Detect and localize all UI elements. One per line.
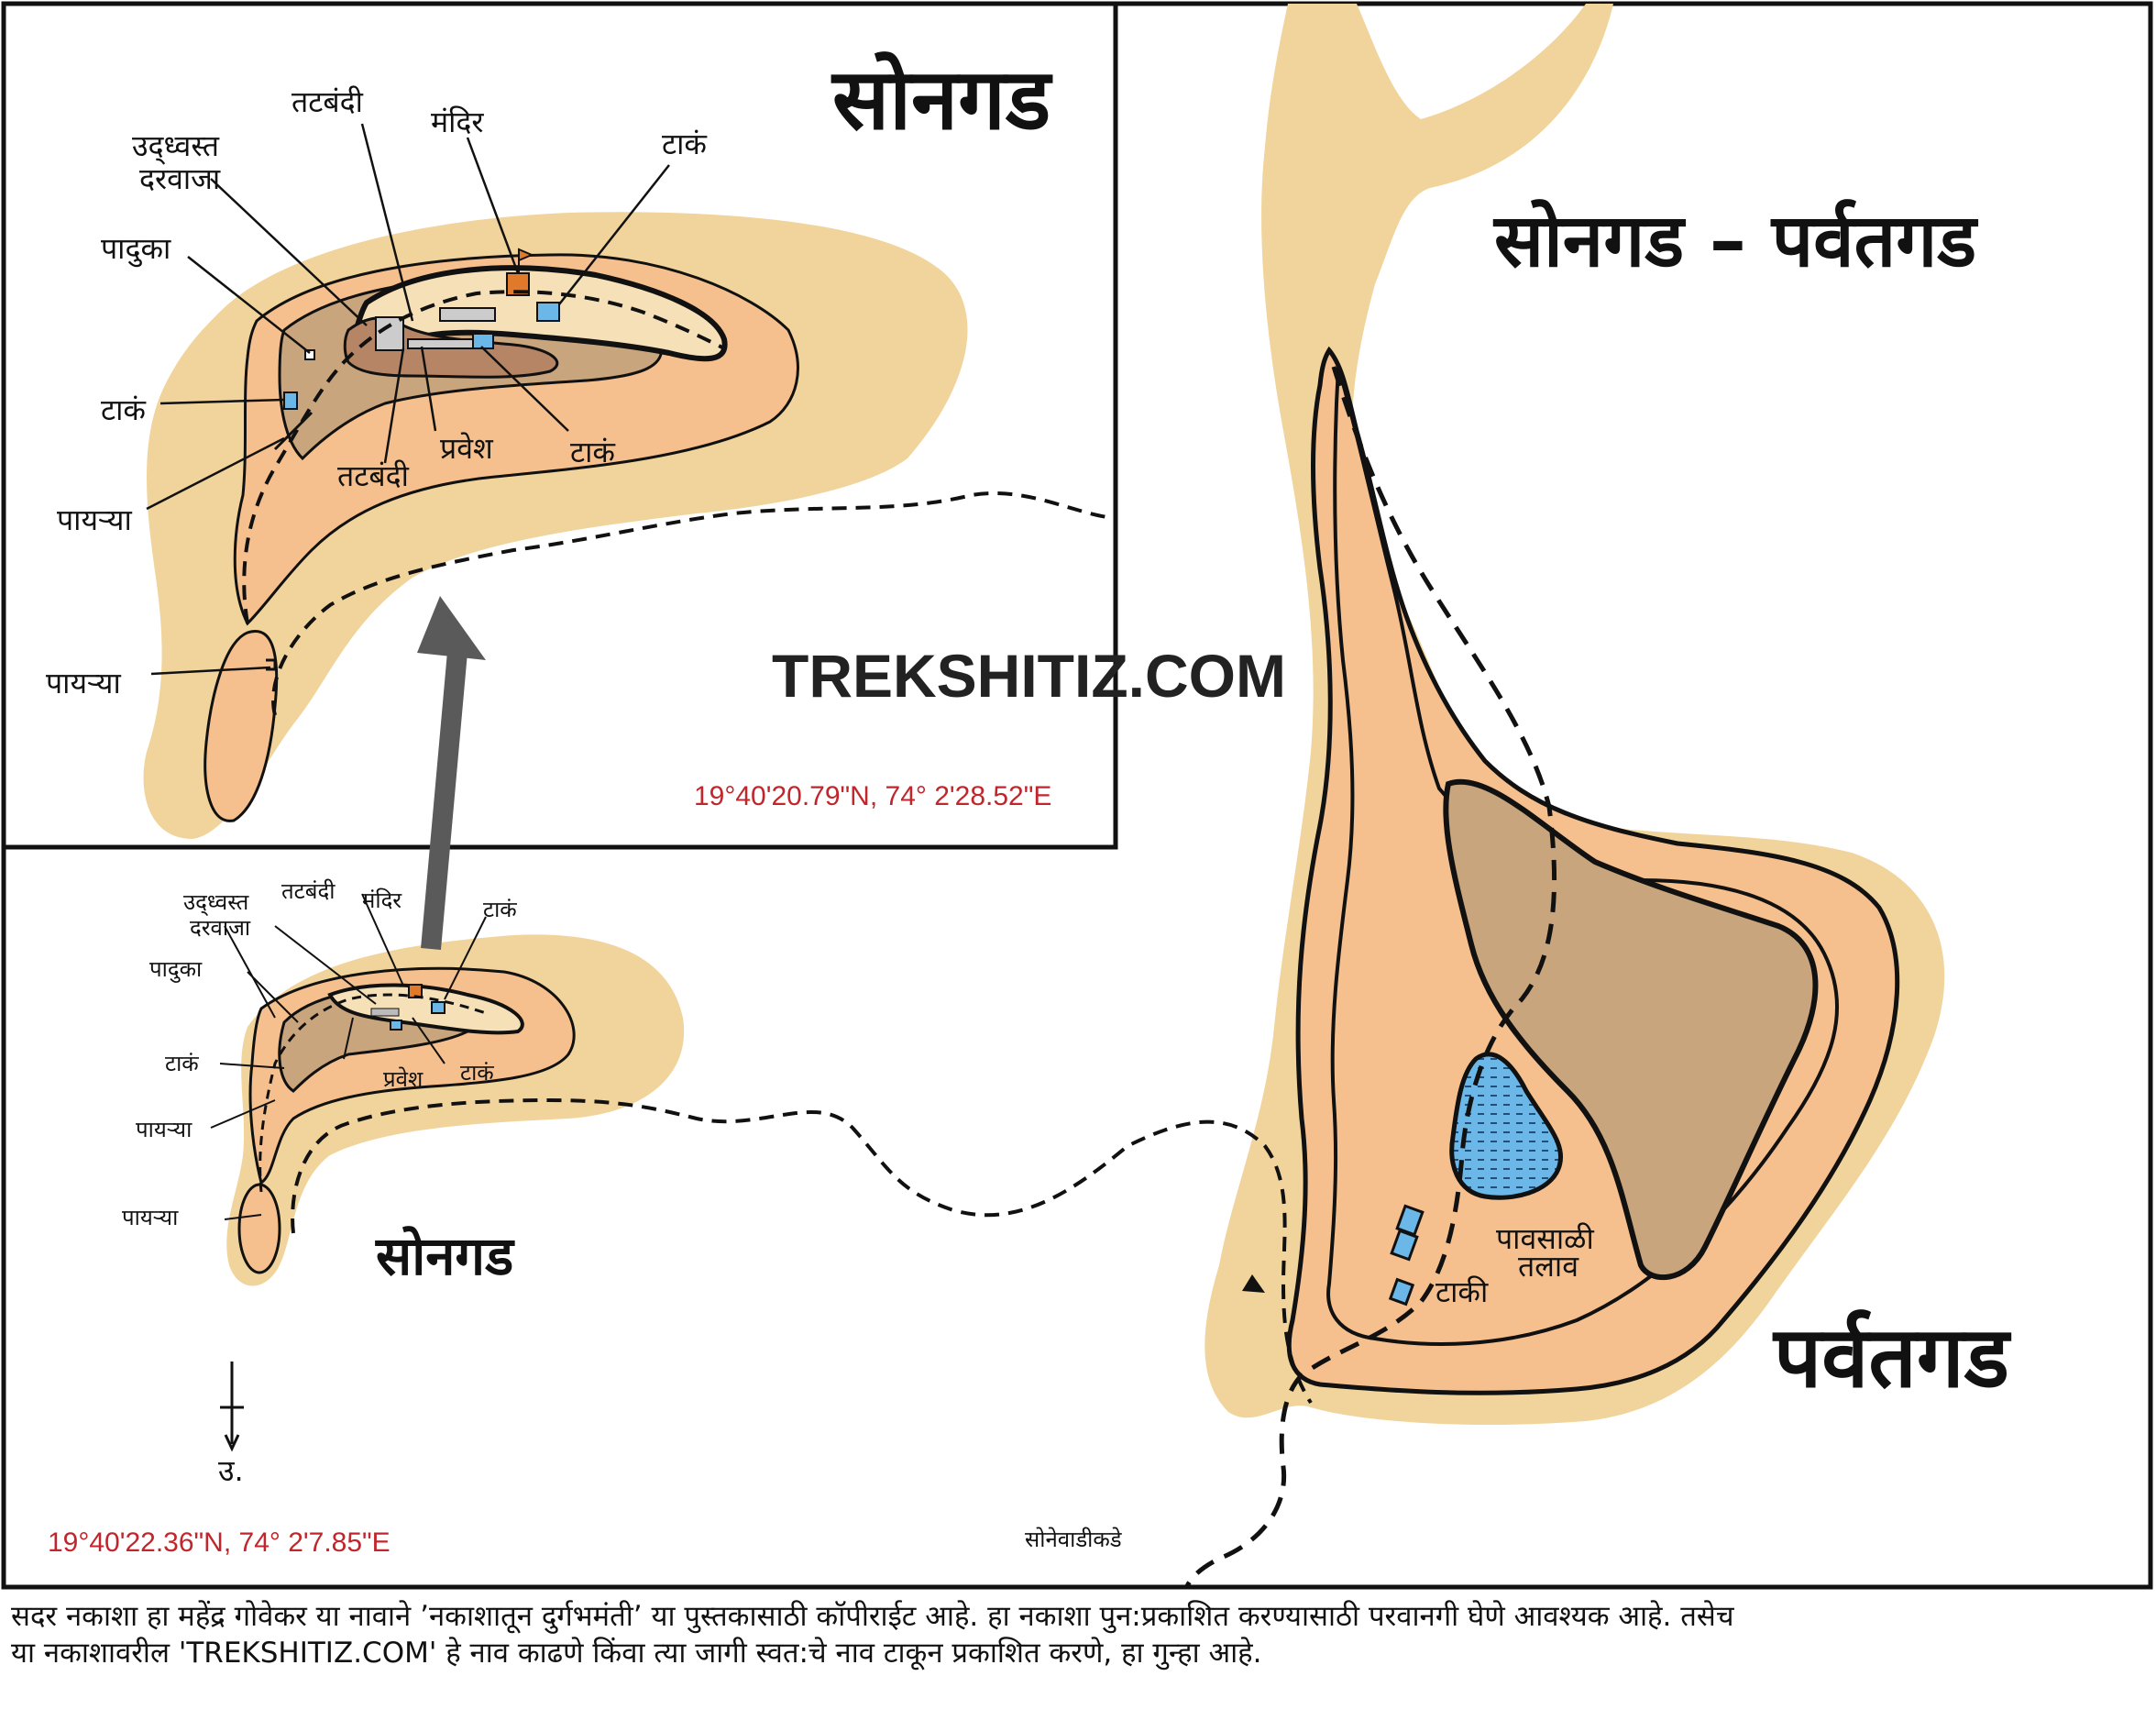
parvatgad-plateau (1443, 778, 1819, 1280)
parvatgad-label-pavsali-1: पावसाळी (1496, 1221, 1594, 1256)
overview-label-paduka: पादुका (149, 956, 203, 983)
overview-label-udhvast-2: दरवाजा (190, 915, 251, 941)
copyright-line-1: सदर नकाशा हा महेंद्र गोवेकर या नावाने ’न… (11, 1600, 1734, 1633)
overview-label-taank-bottom: टाकं (460, 1060, 494, 1086)
inset-label-pravesh: प्रवेश (440, 431, 494, 466)
inset-outer-trail (271, 491, 1115, 716)
parvatgad-label-taki: टाकी (1436, 1274, 1489, 1309)
parvatgad-label-pavsali-2: तलाव (1518, 1249, 1579, 1284)
inset-paduka (304, 349, 315, 360)
overview-tank-2 (390, 1020, 402, 1031)
overview-label-payrya-2: पायऱ्या (122, 1205, 179, 1230)
inset-tank-top (536, 302, 560, 322)
north-label: उ. (218, 1453, 244, 1488)
inset-label-tatbandi-bottom: तटबंदी (337, 458, 410, 493)
inset-label-taank-left: टाकं (101, 392, 147, 427)
taki-tanks (1388, 1204, 1424, 1307)
zoom-arrow (417, 596, 486, 950)
overview-tank (431, 1001, 446, 1014)
main-title: सोनगड – पर्वतगड (1492, 198, 1978, 283)
copyright-line-2: या नकाशावरील 'TREKSHITIZ.COM' हे नाव काढ… (11, 1637, 1262, 1670)
overview-label-taank-left: टाकं (165, 1051, 199, 1076)
inset-label-payrya-1: पायऱ्या (57, 502, 132, 537)
songad-inset-map (143, 212, 1115, 840)
sonewadi-arrow-icon (1242, 1274, 1265, 1293)
overview-label-udhvast-1: उद्ध्वस्त (183, 889, 250, 917)
inset-label-udhvast-2: दरवाजा (139, 161, 221, 196)
overview-coordinates: 19°40'22.36"N, 74° 2'7.85"E (48, 1527, 390, 1558)
parvatgad-title: पर्वतगड (1772, 1308, 2012, 1406)
inset-label-paduka: पादुका (101, 231, 171, 268)
songad-overview (226, 934, 1313, 1405)
overview-inner-trail (258, 993, 487, 1193)
inset-label-taank-bottom: टाकं (570, 435, 616, 469)
inset-label-taank-top: टाकं (662, 127, 708, 161)
parvatgad-inner-contour (1326, 366, 1840, 1346)
inset-label-mandir: मंदिर (431, 105, 484, 139)
overview-label-payrya-1: पायऱ्या (136, 1117, 192, 1142)
inset-leaders (146, 123, 670, 676)
inset-inner-trail (242, 290, 725, 624)
inset-walls (375, 307, 496, 351)
inset-label-payrya-2: पायऱ्या (46, 666, 121, 700)
inset-tank-left (283, 391, 298, 410)
songad-overview-title: सोनगड (375, 1225, 515, 1287)
overview-label-tatbandi: तटबंदी (281, 878, 336, 904)
overview-leaders (210, 893, 487, 1220)
inset-label-tatbandi-top: तटबंदी (292, 84, 364, 119)
copyright-notice: सदर नकाशा हा महेंद्र गोवेकर या नावाने ’न… (0, 1591, 2156, 1720)
songad-overview-lower-knob (237, 1183, 281, 1274)
inset-coordinates: 19°40'20.79"N, 74° 2'28.52"E (694, 781, 1051, 811)
north-arrow-icon (220, 1362, 244, 1452)
pavsali-talav (1449, 1052, 1564, 1200)
parvatgad-trail (1184, 366, 1557, 1588)
inset-temple-flag (518, 248, 534, 273)
overview-label-mandir: मंदिर (362, 888, 402, 913)
songad-overview-trail (291, 1097, 1313, 1405)
overview-label-taank-top: टाकं (483, 897, 517, 922)
inset-tank-bottom (472, 333, 494, 349)
inset-label-udhvast-1: उद्ध्वस्त (132, 128, 220, 165)
songad-inset-title: सोनगड (830, 50, 1053, 149)
overview-label-pravesh: प्रवेश (383, 1066, 424, 1092)
overview-wall (370, 1008, 400, 1017)
sonewadi-label: सोनेवाडीकडे (1025, 1527, 1123, 1552)
parvatgad-terrain (1184, 4, 1945, 1588)
watermark: TREKSHITIZ.COM (772, 642, 1286, 710)
